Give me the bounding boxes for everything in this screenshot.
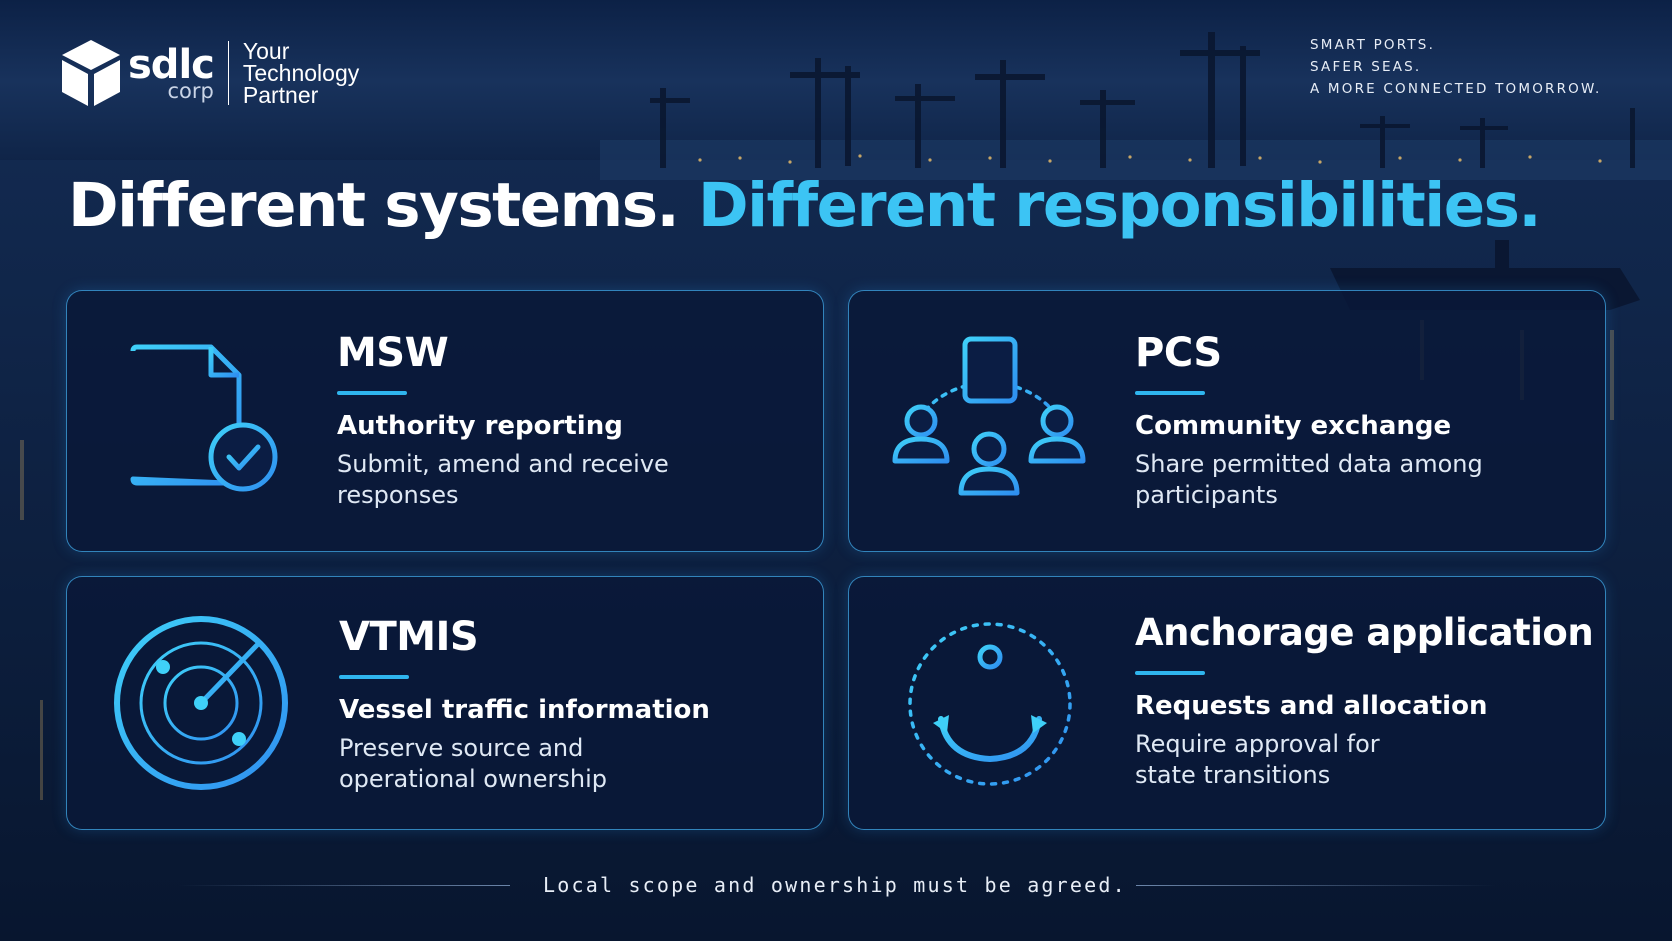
card-title: PCS — [1135, 330, 1222, 376]
card-description: Preserve source and operational ownershi… — [339, 733, 710, 795]
card-description-line: operational ownership — [339, 765, 608, 793]
card-pcs: PCS Community exchange Share permitted d… — [848, 290, 1606, 552]
card-subtitle: Authority reporting — [337, 411, 623, 441]
radar-icon — [114, 616, 288, 790]
headline-blue-part: Different responsibilities. — [697, 170, 1542, 241]
anchor-icon — [908, 622, 1072, 786]
footer-divider-left — [178, 885, 510, 886]
footer: Local scope and ownership must be agreed… — [0, 870, 1672, 900]
logo-tagline-line: Partner — [242, 82, 319, 108]
card-subtitle: Community exchange — [1135, 411, 1452, 441]
card-title: MSW — [337, 330, 449, 376]
card-msw: MSW Authority reporting Submit, amend an… — [66, 290, 824, 552]
document-check-icon — [130, 344, 278, 492]
tagline-line: A MORE CONNECTED TOMORROW. — [1310, 81, 1602, 97]
tagline-line: SMART PORTS. — [1310, 37, 1436, 53]
card-description: Share permitted data among participants — [1135, 449, 1483, 511]
card-description: Require approval for state transitions — [1135, 729, 1593, 791]
card-accent-line — [1135, 391, 1205, 395]
footer-note: Local scope and ownership must be agreed… — [543, 873, 1127, 897]
card-accent-line — [339, 675, 409, 679]
card-title: Anchorage application — [1135, 611, 1594, 654]
logo-tagline-line: Technology — [242, 60, 360, 86]
card-description-line: Require approval for — [1135, 730, 1380, 758]
headline-white-part: Different systems. — [68, 170, 680, 241]
logo-corp-text: corp — [167, 78, 214, 103]
card-description-line: Share permitted data among — [1135, 450, 1483, 478]
card-description-line: participants — [1135, 481, 1278, 509]
footer-divider-right — [1136, 885, 1496, 886]
logo-tagline-line: Your — [242, 38, 290, 64]
cube-logo-icon — [62, 40, 120, 106]
card-title: VTMIS — [339, 614, 479, 660]
card-anchorage: Anchorage application Requests and alloc… — [848, 576, 1606, 830]
community-network-icon — [892, 336, 1086, 496]
card-vtmis: VTMIS Vessel traffic information Preserv… — [66, 576, 824, 830]
logo-wordmark: sdlc — [128, 41, 215, 88]
header-tagline: SMART PORTS. SAFER SEAS. A MORE CONNECTE… — [1310, 34, 1602, 100]
sdlc-corp-logo: sdlc corp Your Technology Partner — [58, 38, 359, 108]
card-description-line: state transitions — [1135, 761, 1331, 789]
card-description-line: responses — [337, 481, 459, 509]
card-description-line: Preserve source and — [339, 734, 584, 762]
port-cranes — [650, 32, 1635, 168]
card-subtitle: Vessel traffic information — [339, 695, 710, 725]
card-description: Submit, amend and receive responses — [337, 449, 669, 511]
card-accent-line — [1135, 671, 1205, 675]
card-accent-line — [337, 391, 407, 395]
page-headline: Different systems. Different responsibil… — [68, 170, 1542, 241]
logo-divider — [227, 41, 229, 105]
card-subtitle: Requests and allocation — [1135, 691, 1488, 721]
tagline-line: SAFER SEAS. — [1310, 59, 1422, 75]
card-description-line: Submit, amend and receive — [337, 450, 669, 478]
logo-tagline: Your Technology Partner — [242, 38, 360, 108]
